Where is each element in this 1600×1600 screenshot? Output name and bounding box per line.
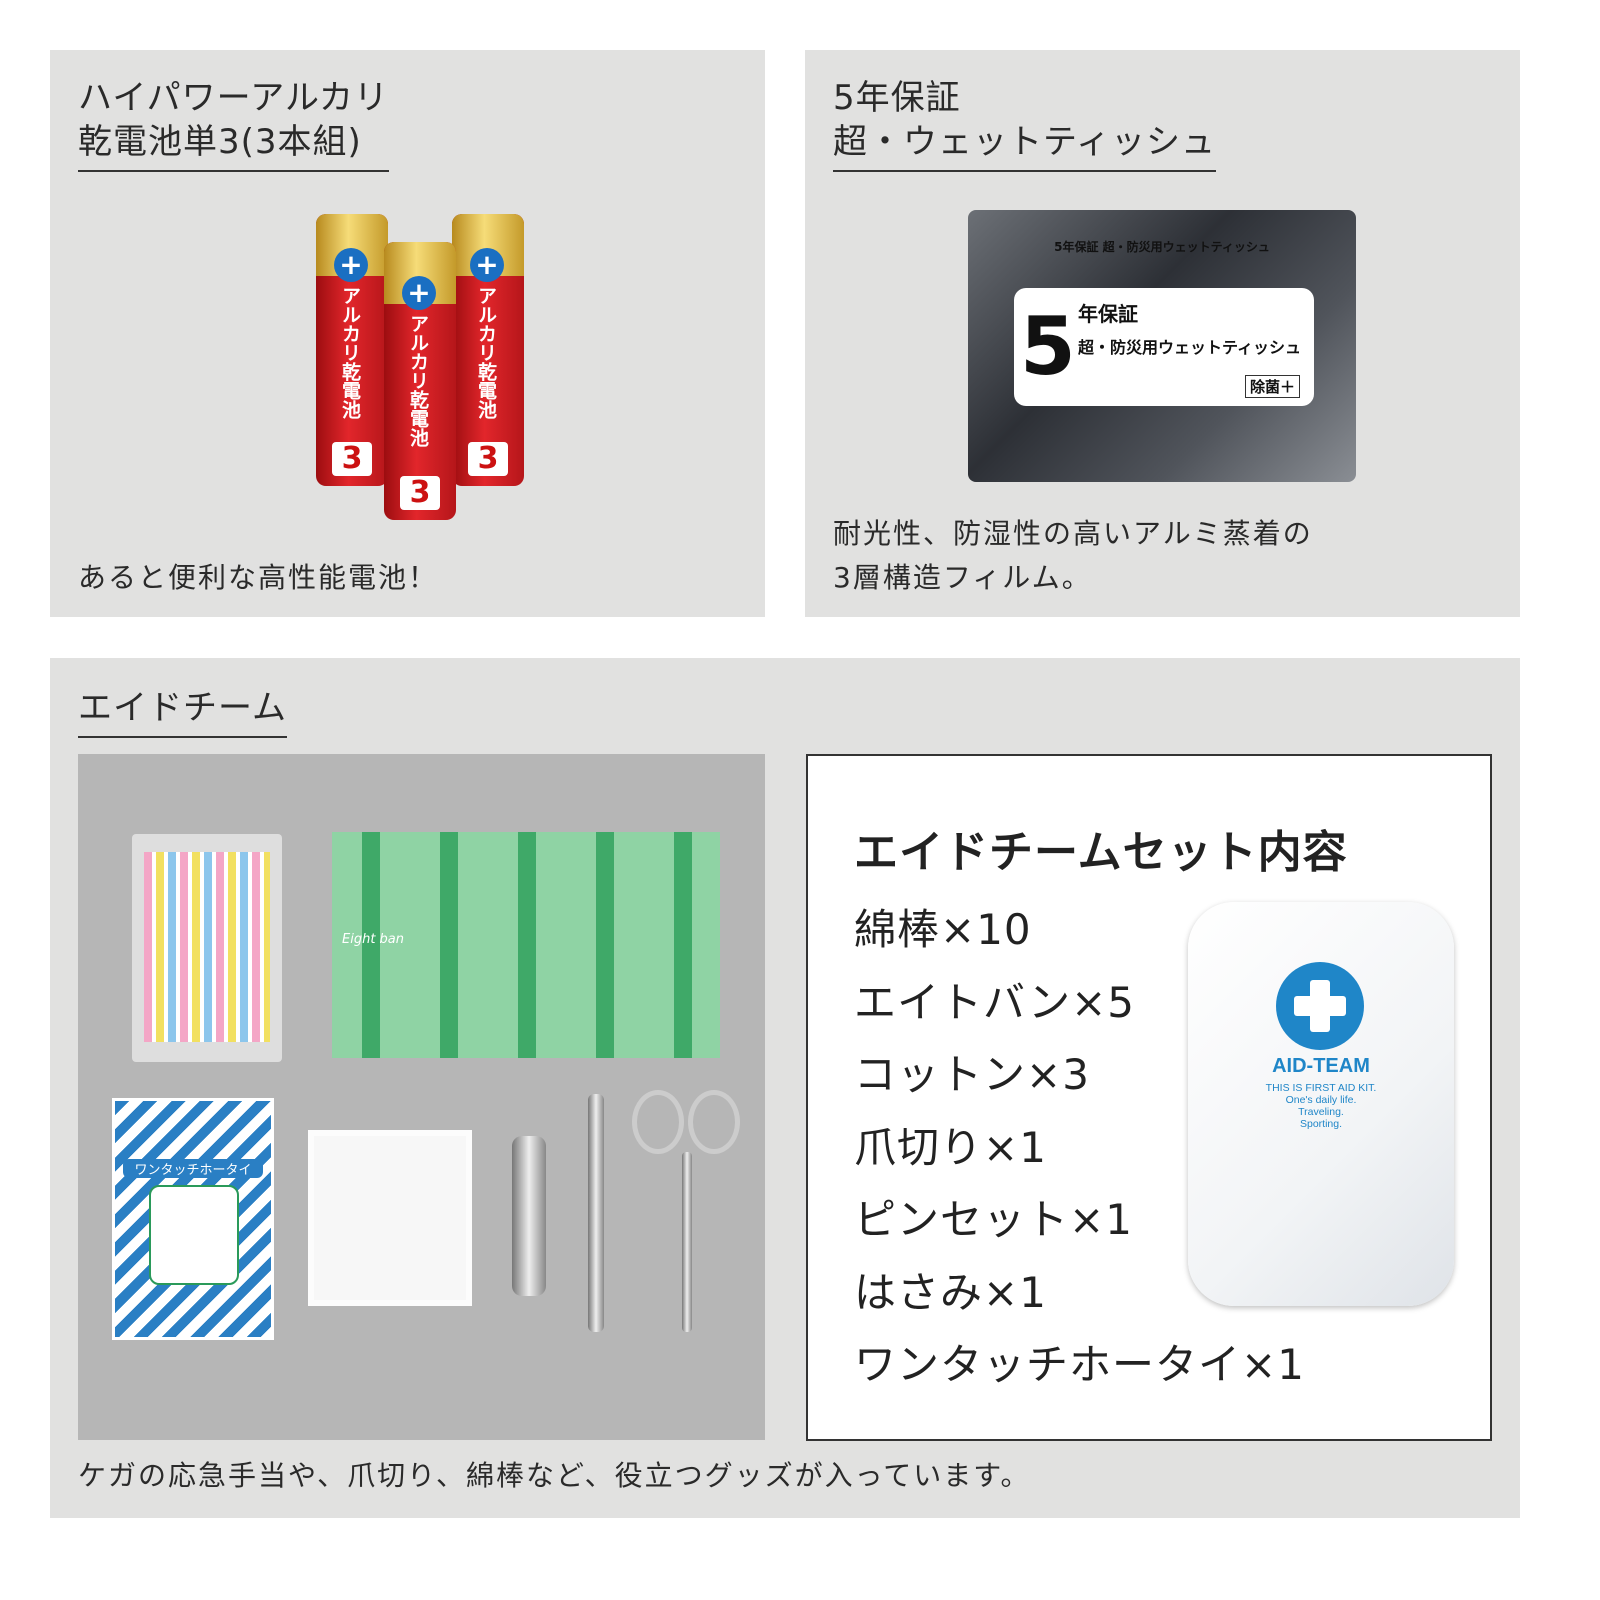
battery-title: ハイパワーアルカリ 乾電池単3(3本組): [78, 76, 389, 172]
battery-title-line2: 乾電池単3(3本組): [78, 122, 362, 162]
adhesive-bandages-image: Eight ban: [332, 832, 720, 1058]
list-item: 爪切り×1: [854, 1122, 1047, 1172]
wet-tissue-description-line1: 耐光性、防湿性の高いアルミ蒸着の: [833, 517, 1313, 550]
wet-tissue-description: 耐光性、防湿性の高いアルミ蒸着の 3層構造フィルム。: [833, 512, 1313, 600]
set-contents-heading: エイドチームセット内容: [854, 827, 1348, 878]
cotton-swabs-image: [132, 834, 282, 1062]
list-item: ワンタッチホータイ×1: [854, 1340, 1305, 1389]
aid-team-contents-photo: Eight ban ワンタッチホータイ: [78, 754, 765, 1440]
nail-clipper-image: [512, 1136, 546, 1296]
aid-kit-case-image: AID-TEAM THIS IS FIRST AID KIT. One's da…: [1188, 902, 1454, 1306]
wet-tissue-description-line2: 3層構造フィルム。: [833, 561, 1092, 594]
battery-description: あると便利な高性能電池！: [78, 561, 439, 594]
list-item: はさみ×1: [854, 1267, 1047, 1317]
wet-tissue-title-line2: 超・ウェットティッシュ: [833, 122, 1216, 162]
scissors-image: [632, 1090, 744, 1334]
list-item: 綿棒×10: [854, 905, 1032, 954]
list-item: エイトバン×5: [854, 977, 1136, 1027]
wet-tissue-package-image: 5年保証 超・防災用ウェットティッシュ 5 年保証 超・防災用ウェットティッシュ…: [968, 210, 1356, 482]
wet-tissue-title: 5年保証 超・ウェットティッシュ: [833, 76, 1216, 172]
medical-cross-icon: [1276, 962, 1364, 1050]
one-touch-bandage-pack-image: ワンタッチホータイ: [112, 1098, 274, 1340]
list-item: コットン×3: [854, 1050, 1090, 1099]
wet-tissue-title-line1: 5年保証: [833, 78, 961, 118]
list-item: ピンセット×1: [854, 1195, 1133, 1244]
cotton-pads-image: [308, 1130, 472, 1306]
battery-title-line1: ハイパワーアルカリ: [78, 78, 389, 118]
aid-team-description: ケガの応急手当や、爪切り、綿棒など、役立つグッズが入っています。: [78, 1459, 1031, 1492]
aid-team-title: エイドチーム: [78, 686, 287, 738]
set-contents-list: 綿棒×10 エイトバン×5 コットン×3 爪切り×1 ピンセット×1 はさみ×1…: [854, 894, 1305, 1402]
tweezers-image: [588, 1094, 604, 1332]
set-contents-box: エイドチームセット内容 綿棒×10 エイトバン×5 コットン×3 爪切り×1 ピ…: [806, 754, 1492, 1441]
